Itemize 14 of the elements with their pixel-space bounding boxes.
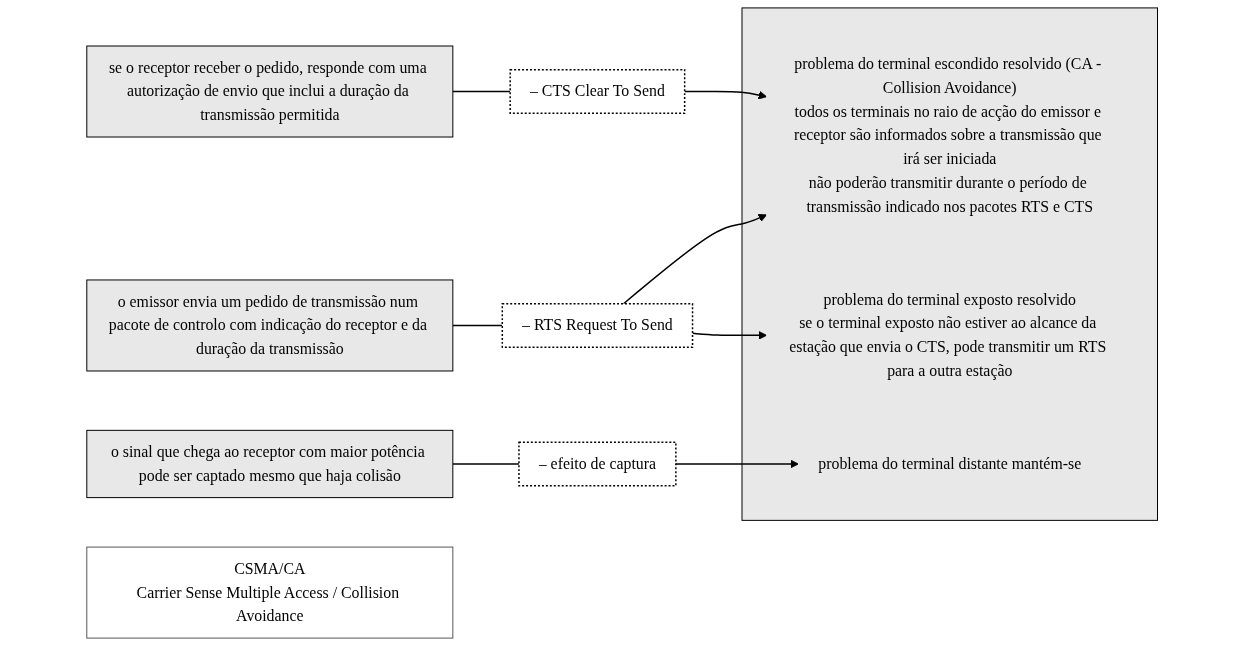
node-text: problema do terminal escondido resolvido (CA - Collision Avoidance) todos os terminais no raio de acção do emissor e receptor são informados sobre a transmissão que irá ser iniciada não poderão transmitir durante o período de transmissão indicado nos pacotes RTS e CTS [794,55,1102,215]
arrow [623,213,768,305]
node-box: o emissor envia um pedido de transmissão num pacote de controlo com indicação do receptor e da duração da transmissão [86,279,454,372]
node-box: CSMA/CA Carrier Sense Multiple Access / Collision Avoidance [86,546,454,639]
node-text: problema do terminal exposto resolvido se o terminal exposto não estiver ao alcance da estação que envia o CTS, pode transmitir um RTS para a outra estação [789,290,1107,379]
node-box: o sinal que chega ao receptor com maior potência pode ser captado mesmo que haja colisão [86,429,454,499]
cluster [741,7,1159,521]
node-box: – CTS Clear To Send [509,69,686,114]
node-text: problema do terminal distante mantém-se [818,455,1082,472]
arrow [684,90,768,100]
node-box: se o receptor receber o pedido, responde com uma autorização de envio que inclui a duração da transmissão permitida [86,45,454,138]
arrow [692,331,768,340]
node-box: – efeito de captura [518,441,677,487]
node-box: – RTS Request To Send [501,302,694,348]
